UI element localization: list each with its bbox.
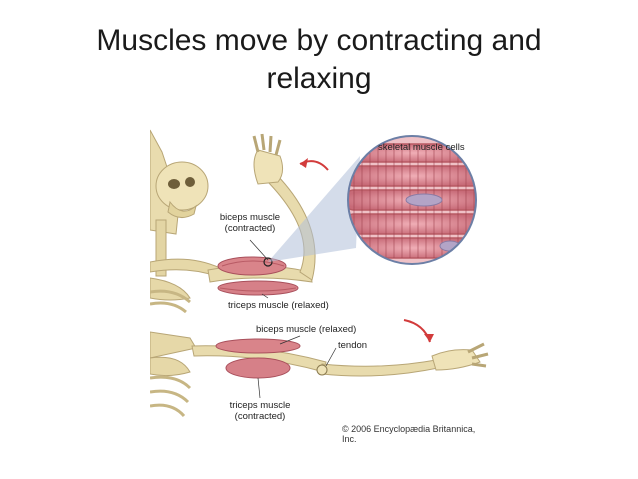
tendon <box>316 364 328 376</box>
muscle-cells-magnified <box>347 135 477 265</box>
label-triceps-contracted-1: triceps muscle <box>229 400 291 411</box>
label-tendon: tendon <box>338 340 368 351</box>
label-triceps-contracted-2: (contracted) <box>234 411 286 422</box>
forearm-extended <box>321 359 439 377</box>
hand-extended <box>431 349 481 371</box>
magnify-cone <box>268 156 360 262</box>
upper-skeleton <box>150 129 221 314</box>
muscle-illustration: skeletal muscle cells biceps muscle (con… <box>150 122 490 444</box>
triceps-relaxed <box>217 280 299 296</box>
label-triceps-relaxed: triceps muscle (relaxed) <box>228 300 329 311</box>
hand-raised <box>253 149 284 185</box>
biceps-relaxed <box>215 338 301 354</box>
arm-diagram <box>150 129 489 418</box>
label-biceps-contracted-1: biceps muscle <box>219 212 281 223</box>
extend-arrow <box>403 319 431 343</box>
label-skeletal-muscle-cells: skeletal muscle cells <box>378 142 465 153</box>
label-biceps-contracted-2: (contracted) <box>224 223 276 234</box>
label-biceps-relaxed: biceps muscle (relaxed) <box>256 324 357 335</box>
copyright-notice: © 2006 Encyclopædia Britannica, Inc. <box>342 424 476 444</box>
lower-skeleton <box>150 331 489 418</box>
magnify-point <box>263 257 273 267</box>
triceps-contracted <box>225 357 291 379</box>
skull <box>155 161 209 211</box>
slide-title: Muscles move by contracting and relaxing <box>96 24 542 95</box>
